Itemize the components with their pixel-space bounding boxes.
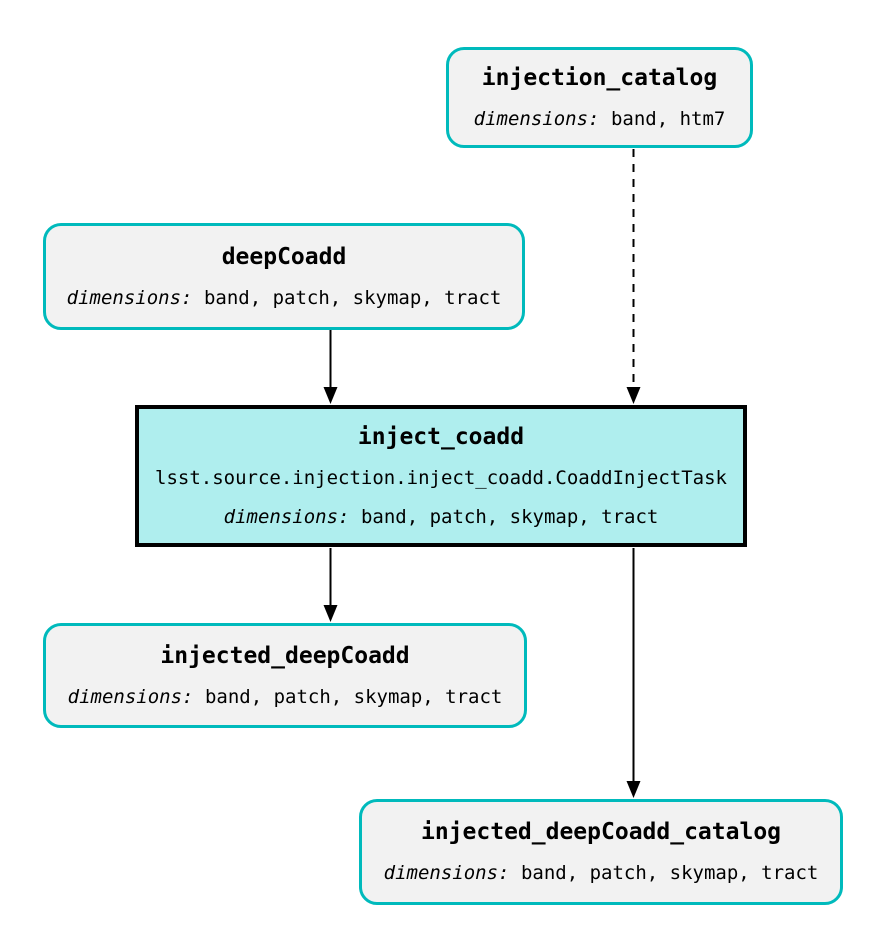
node-dimensions: dimensions: band, patch, skymap, tract xyxy=(66,286,502,309)
node-inject-coadd-task: inject_coadd lsst.source.injection.injec… xyxy=(135,405,747,547)
dimensions-values: band, patch, skymap, tract xyxy=(360,505,659,528)
dimensions-label: dimensions: xyxy=(473,107,600,130)
dimensions-values: band, patch, skymap, tract xyxy=(204,685,503,708)
node-dimensions: dimensions: band, patch, skymap, tract xyxy=(223,505,659,528)
arrowhead-icon xyxy=(323,605,338,622)
node-injection-catalog: injection_catalog dimensions: band, htm7 xyxy=(446,47,753,148)
dimensions-values: band, patch, skymap, tract xyxy=(520,862,819,884)
node-title: inject_coadd xyxy=(357,423,525,450)
dimensions-label: dimensions: xyxy=(66,286,193,309)
node-title: injected_deepCoadd xyxy=(160,642,410,669)
node-title: injected_deepCoadd_catalog xyxy=(420,819,782,845)
node-injected-deepcoadd: injected_deepCoadd dimensions: band, pat… xyxy=(43,623,527,728)
arrowhead-icon xyxy=(323,387,338,404)
edge-inject-coadd-to-injected-deepcoadd xyxy=(323,548,338,622)
node-title: injection_catalog xyxy=(481,64,718,91)
node-injected-deepcoadd-catalog: injected_deepCoadd_catalog dimensions: b… xyxy=(359,799,843,905)
edge-inject-coadd-to-injected-deepcoadd-catalog xyxy=(626,548,641,798)
arrowhead-icon xyxy=(626,387,641,404)
dimensions-label: dimensions: xyxy=(223,505,350,528)
task-class-path: lsst.source.injection.inject_coadd.Coadd… xyxy=(155,466,727,489)
edge-deepcoadd-to-inject-coadd xyxy=(323,330,338,404)
node-title: deepCoadd xyxy=(221,243,347,270)
dimensions-values: band, patch, skymap, tract xyxy=(203,286,502,309)
dimensions-label: dimensions: xyxy=(67,685,194,708)
node-dimensions: dimensions: band, htm7 xyxy=(473,107,726,130)
dimensions-values: band, htm7 xyxy=(610,107,726,130)
arrowhead-icon xyxy=(626,781,641,798)
dimensions-label: dimensions: xyxy=(383,862,510,884)
node-dimensions: dimensions: band, patch, skymap, tract xyxy=(384,864,819,883)
node-deepcoadd: deepCoadd dimensions: band, patch, skyma… xyxy=(43,223,525,330)
edge-injection-catalog-to-inject-coadd xyxy=(626,149,641,404)
node-dimensions: dimensions: band, patch, skymap, tract xyxy=(67,685,503,708)
